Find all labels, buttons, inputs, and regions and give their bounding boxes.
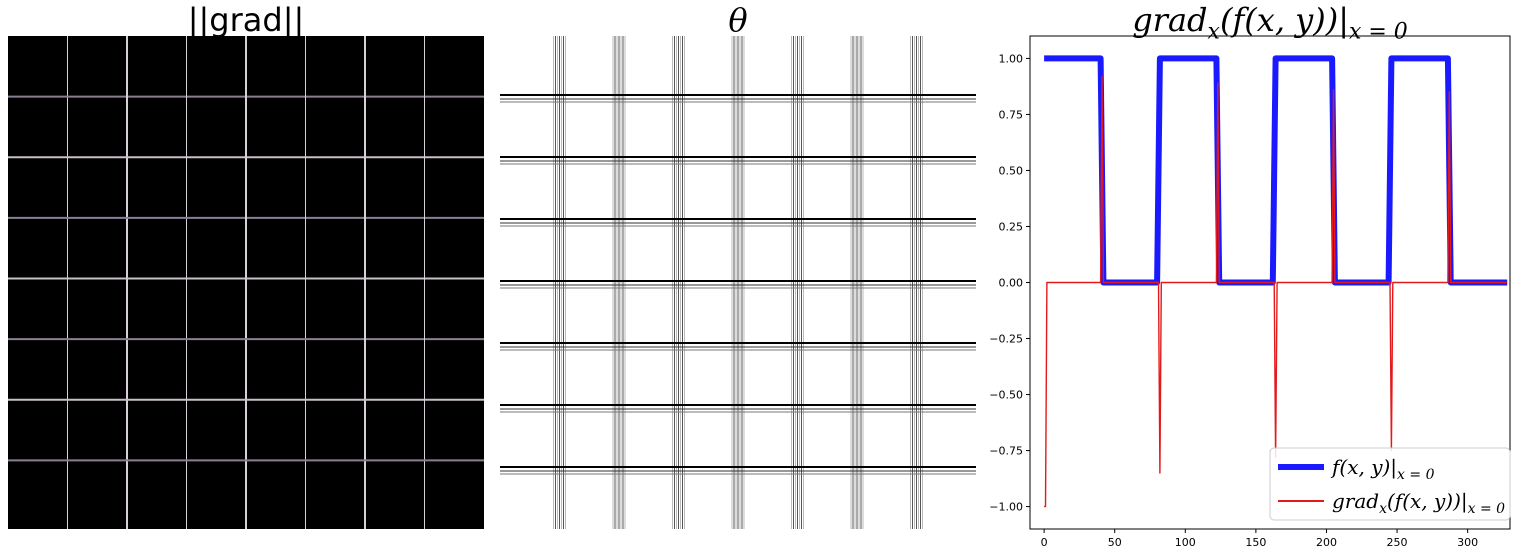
profile-title-eval: x = 0 (1348, 19, 1408, 45)
theta-image (500, 36, 976, 529)
profile-title-arg: (f(x, y))| (1219, 1, 1349, 39)
profile-title: gradx(f(x, y))|x = 0 (1030, 0, 1510, 52)
theta-edges (500, 36, 976, 529)
y-tick-label: 0.75 (999, 108, 1024, 121)
grad-magnitude-image (8, 36, 484, 529)
x-tick-label: 300 (1457, 536, 1478, 549)
x-tick-label: 0 (1041, 536, 1048, 549)
legend-label-grad: gradx(f(x, y))|x = 0 (1332, 489, 1505, 517)
y-tick-label: −0.75 (989, 445, 1023, 458)
profile-title-sub: x (1207, 19, 1220, 45)
grad-magnitude-edges (8, 36, 484, 529)
series-grad-line (1044, 75, 1508, 508)
x-axis-ticks: 0 50 100 150 200 250 300 (1041, 529, 1478, 549)
x-tick-label: 100 (1175, 536, 1196, 549)
x-tick-label: 150 (1245, 536, 1266, 549)
grad-magnitude-title: ||grad|| (187, 1, 305, 39)
y-axis-ticks: −1.00 −0.75 −0.50 −0.25 0.00 0.25 0.50 0.75 1.00 (989, 52, 1030, 514)
legend-label-f: f(x, y)|x = 0 (1330, 455, 1435, 483)
y-tick-label: 1.00 (999, 52, 1024, 65)
legend: f(x, y)|x = 0 gradx(f(x, y))|x = 0 (1269, 447, 1511, 521)
plot-series (1044, 55, 1508, 508)
profile-title-main: grad (1132, 1, 1208, 39)
y-tick-label: −0.50 (989, 389, 1023, 402)
theta-title: θ (728, 1, 748, 39)
x-tick-label: 200 (1316, 536, 1337, 549)
x-tick-label: 50 (1108, 536, 1122, 549)
x-tick-label: 250 (1387, 536, 1408, 549)
y-tick-label: −0.25 (989, 333, 1023, 346)
legend-box (1269, 447, 1511, 521)
y-tick-label: −1.00 (989, 501, 1023, 514)
series-f-line (1044, 55, 1508, 286)
y-tick-label: 0.25 (999, 220, 1024, 233)
profile-plot: −1.00 −0.75 −0.50 −0.25 0.00 0.25 0.50 0.75 1.00… (989, 35, 1511, 549)
y-tick-label: 0.00 (999, 277, 1024, 290)
y-tick-label: 0.50 (999, 164, 1024, 177)
